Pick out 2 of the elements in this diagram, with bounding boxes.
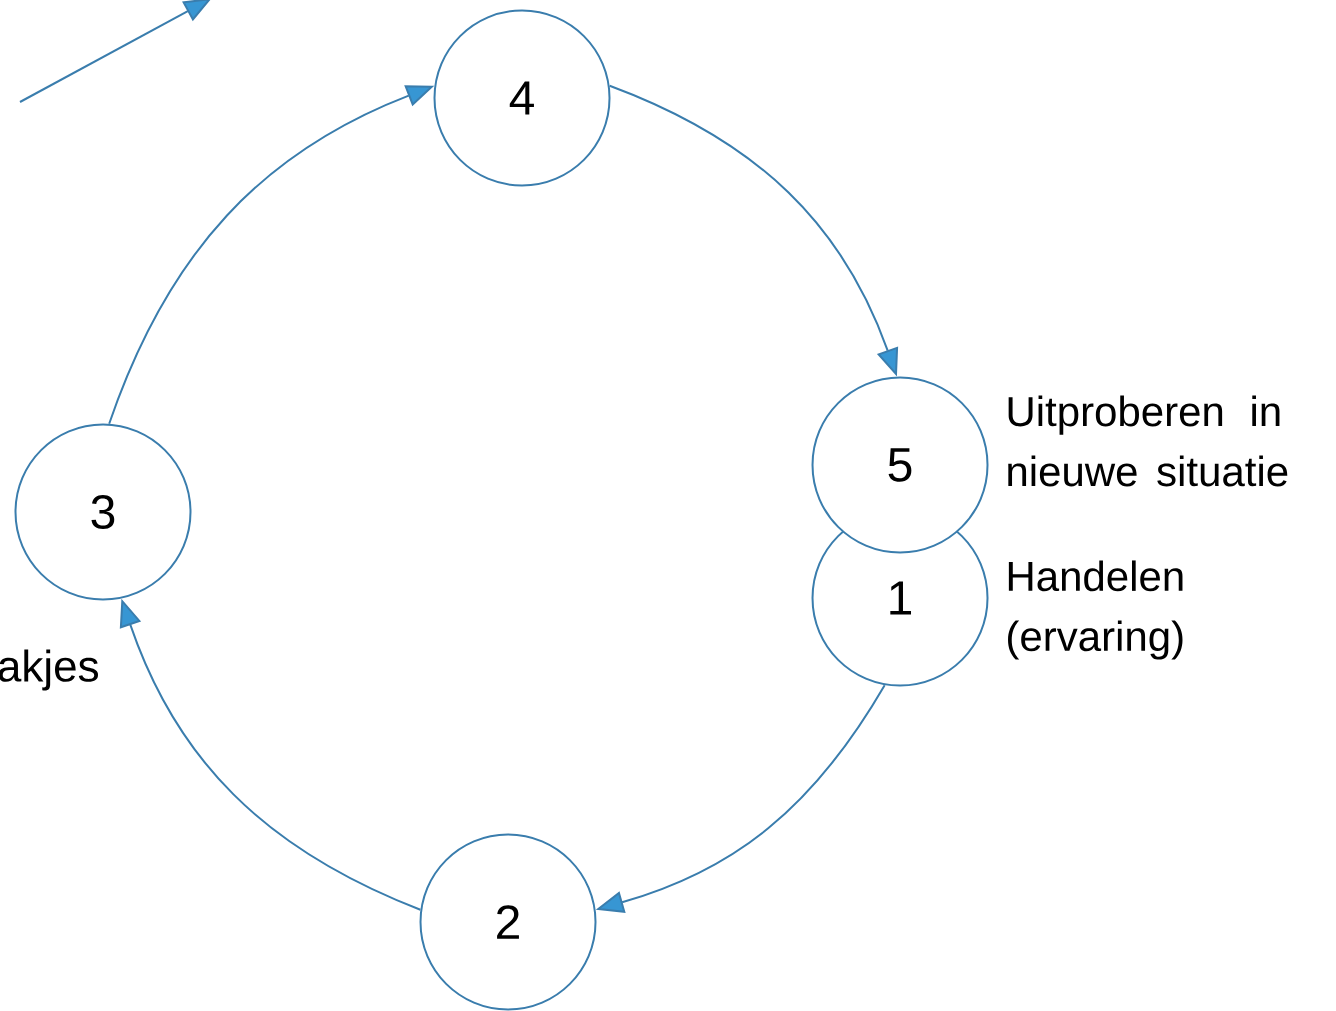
- step-description: Handelen (ervaring): [1008, 560, 1183, 660]
- step-description: Uitproberen in nieuwe situatie: [1008, 395, 1288, 487]
